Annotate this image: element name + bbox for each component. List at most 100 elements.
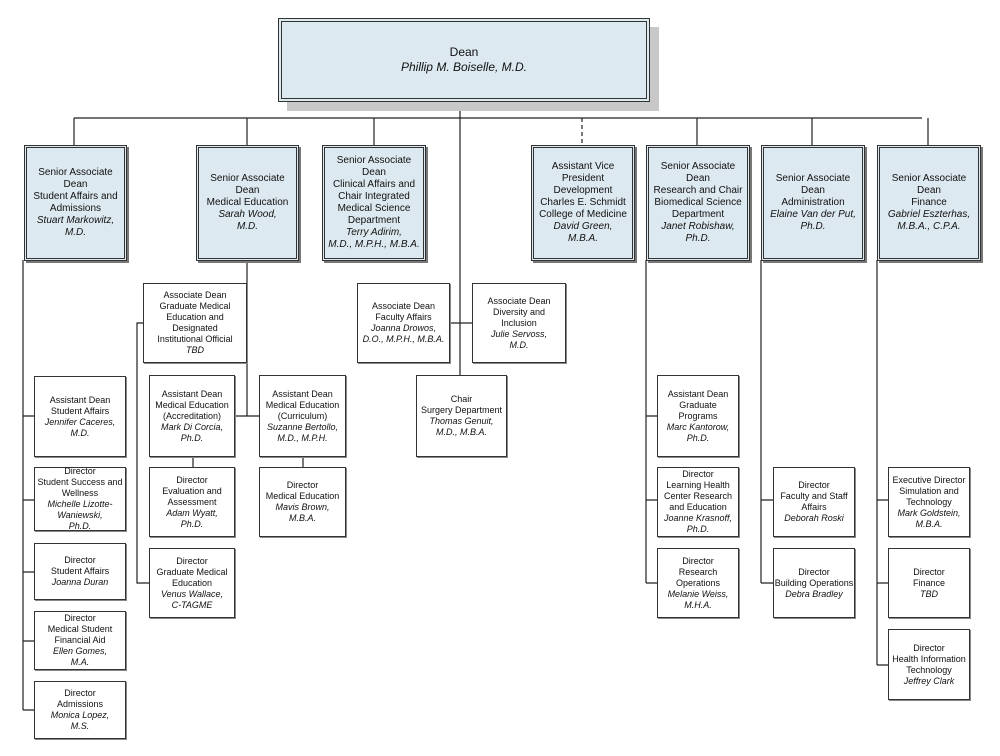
position-title-line: (Curriculum)	[277, 410, 328, 421]
position-title-line: Student Affairs and	[33, 191, 118, 202]
position-title-line: Director	[682, 555, 714, 566]
position-title-line: Assessment	[167, 496, 217, 507]
person-name-line: Jeffrey Clark	[903, 675, 955, 686]
position-title-line: Student Success and	[37, 477, 123, 487]
person-name-line: C-TAGME	[171, 599, 213, 610]
person-name-line: Mavis Brown,	[275, 502, 330, 512]
person-name-line: M.B.A.	[567, 233, 598, 244]
person-name-line: Stuart Markowitz,	[36, 215, 115, 226]
position-title-line: Administration	[781, 197, 845, 208]
position-title-line: Affairs	[801, 502, 827, 512]
person-name-line: M.D.	[509, 339, 529, 350]
position-title-line: Director	[682, 469, 714, 479]
position-title-line: Director	[64, 613, 96, 623]
position-title-line: Associate Dean	[487, 295, 551, 306]
position-title-line: Senior Associate	[38, 167, 113, 178]
person-name-line: Thomas Genuit,	[429, 416, 494, 426]
position-title-line: Medical Education	[265, 491, 340, 501]
position-title-line: Finance	[911, 197, 947, 208]
position-title-line: Graduate Medical	[159, 301, 231, 311]
position-title-line: Medical Education	[265, 399, 340, 410]
person-name-line: M.B.A.	[915, 518, 943, 529]
position-title-line: Health Information	[892, 653, 966, 664]
position-title-line: Building Operations	[774, 577, 854, 588]
person-name-line: Mark Goldstein,	[897, 507, 961, 518]
person-name-line: Joanna Duran	[51, 577, 109, 587]
position-title-line: Student Affairs	[50, 405, 110, 416]
position-title-line: Dean	[917, 185, 941, 196]
position-title-line: Assistant Dean	[161, 388, 223, 399]
position-title-line: Director	[913, 566, 945, 577]
position-title-line: Senior Associate	[891, 173, 967, 184]
person-name-line: Julie Servoss,	[490, 328, 548, 339]
position-title-line: Associate Dean	[163, 290, 227, 300]
person-name-line: M.D.	[70, 427, 90, 438]
position-title-line: Admissions	[49, 203, 102, 214]
person-name-line: Ph.D.	[180, 432, 204, 443]
position-title-line: Director	[798, 566, 830, 577]
position-title-line: Dean	[449, 45, 479, 59]
position-title-line: Director	[64, 466, 96, 476]
position-title-line: Department	[347, 215, 401, 226]
position-title-line: Graduate Medical	[156, 566, 228, 577]
position-title-line: Director	[176, 555, 208, 566]
person-name-line: Ph.D.	[686, 432, 710, 443]
position-title-line: College of Medicine	[539, 209, 627, 220]
person-name-line: Gabriel Eszterhas,	[887, 209, 971, 220]
position-title-line: (Accreditation)	[162, 410, 222, 421]
position-title-line: Dean	[801, 185, 825, 196]
person-name-line: Marc Kantorow,	[666, 421, 730, 432]
person-name-line: M.D., M.B.A.	[435, 427, 487, 437]
position-title-line: Simulation and	[899, 485, 959, 496]
position-title-line: Development	[553, 185, 613, 196]
position-title-line: Assistant Dean	[49, 394, 111, 405]
position-title-line: Medical Education	[155, 399, 229, 410]
position-title-line: Surgery Department	[420, 405, 503, 415]
position-title-line: Assistant Vice	[551, 161, 615, 172]
position-title-line: Inclusion	[501, 317, 537, 328]
position-title-line: Director	[64, 555, 96, 565]
position-title-line: President	[561, 173, 605, 184]
person-name-line: Joanna Drowos,	[370, 323, 437, 333]
position-title-line: Director	[798, 480, 830, 490]
person-name-line: Ph.D.	[180, 518, 204, 529]
person-name-line: Terry Adirim,	[346, 227, 402, 238]
position-title-line: Center Research	[663, 491, 733, 501]
person-name-line: Jennifer Caceres,	[44, 416, 116, 427]
person-name-line: D.O., M.P.H., M.B.A.	[362, 334, 445, 344]
person-name-line: Adam Wyatt,	[166, 507, 218, 518]
person-name-line: Waniewski,	[57, 510, 103, 520]
position-title-line: Admissions	[56, 699, 103, 709]
person-name-line: M.S.	[70, 721, 90, 731]
position-title-line: Clinical Affairs and	[332, 179, 416, 190]
person-name-line: Ph.D.	[68, 521, 92, 531]
position-title-line: Senior Associate	[775, 173, 851, 184]
position-title-line: Technology	[906, 496, 952, 507]
person-name-line: Mark Di Corcia,	[160, 421, 223, 432]
position-title-line: Learning Health	[666, 480, 730, 490]
position-title-line: Director	[64, 688, 96, 698]
person-name-line: Ph.D.	[686, 524, 710, 534]
person-name-line: Debra Bradley	[785, 588, 843, 599]
position-title-line: Diversity and	[492, 306, 546, 317]
person-name-line: Sarah Wood,	[218, 209, 277, 220]
position-title-line: Medical Science	[337, 203, 411, 214]
position-title-line: Technology	[906, 664, 952, 675]
position-title-line: Dean	[235, 185, 260, 196]
position-title-line: Director	[176, 474, 208, 485]
position-title-line: Chair	[450, 394, 473, 404]
